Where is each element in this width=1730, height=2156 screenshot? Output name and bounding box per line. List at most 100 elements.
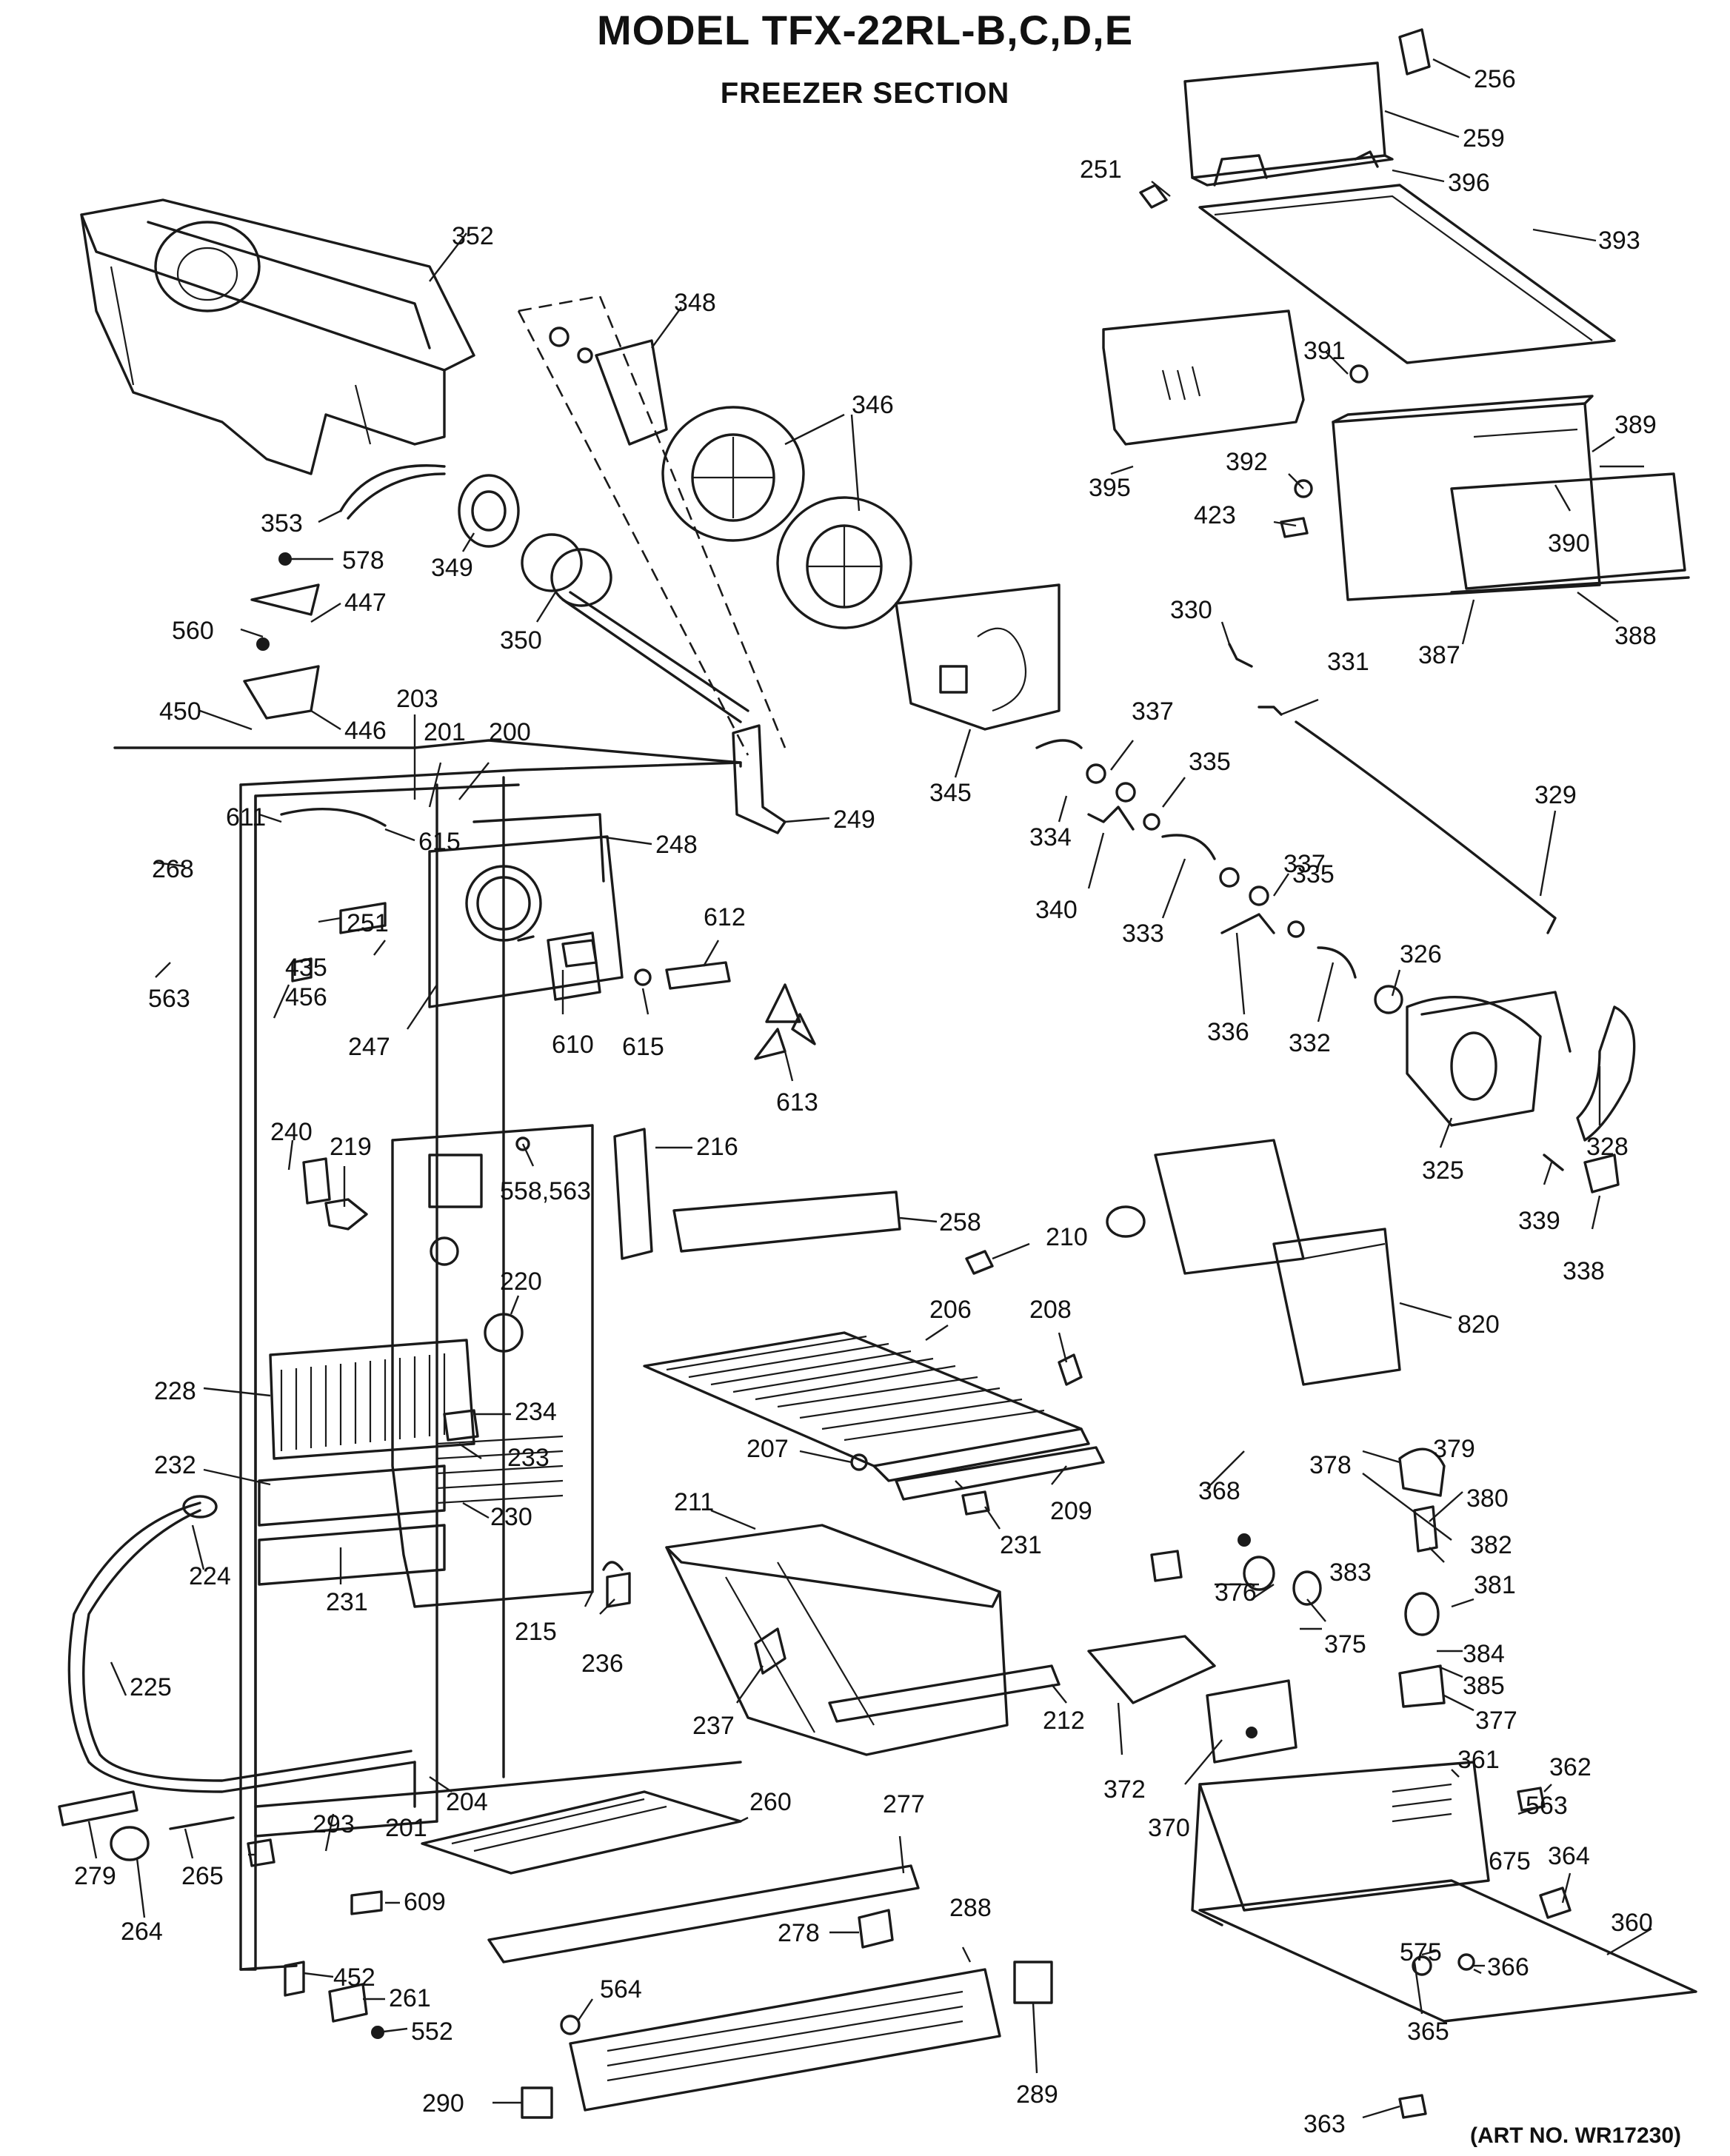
callout-label: 201 (424, 718, 466, 746)
callout-label: 364 (1548, 1842, 1590, 1870)
callout-label: 326 (1400, 940, 1442, 968)
callout-label: 210 (1046, 1223, 1088, 1251)
callout-label: 224 (189, 1562, 231, 1590)
callout-label: 261 (389, 1984, 431, 2012)
callout-label: 379 (1433, 1435, 1475, 1463)
callout-label: 251 (1080, 155, 1122, 184)
auger-assembly-outline (517, 295, 786, 756)
callout-label: 265 (181, 1862, 224, 1890)
callout-label: 611 (226, 803, 266, 831)
callout-label: 675 (1489, 1847, 1531, 1875)
callout-label: 330 (1170, 596, 1212, 624)
callout-label: 366 (1487, 1953, 1529, 1981)
callout-label: 385 (1463, 1672, 1505, 1700)
auger-motor (1374, 985, 1572, 1127)
callout-label: 447 (344, 589, 387, 617)
callout-label: 231 (1000, 1531, 1042, 1559)
freezer-basket (665, 1524, 1061, 1756)
callout-label: 337 (1283, 850, 1326, 878)
callout-label: 279 (74, 1862, 116, 1890)
callout-label: 353 (261, 509, 303, 538)
callout-label: 200 (489, 718, 531, 746)
callout-label: 216 (696, 1133, 738, 1161)
callout-label: 381 (1474, 1571, 1516, 1599)
callout-label: 278 (778, 1919, 820, 1947)
callout-label: 231 (326, 1588, 368, 1616)
callout-label: 361 (1457, 1746, 1500, 1774)
callout-label: 293 (313, 1810, 355, 1838)
page-subtitle: FREEZER SECTION (720, 77, 1010, 110)
fan-blade (754, 983, 816, 1060)
auger-parts (458, 474, 749, 723)
callout-label: 336 (1207, 1018, 1249, 1046)
callout-label: 389 (1614, 411, 1657, 439)
callout-label: 237 (692, 1712, 735, 1740)
callout-label: 370 (1148, 1814, 1190, 1842)
callout-label: 392 (1226, 448, 1268, 476)
motor-shield (1576, 1005, 1636, 1142)
base-rail (487, 1864, 920, 1964)
linkage-parts (1035, 643, 1557, 979)
bucket-spring (339, 464, 446, 520)
callout-label: 335 (1292, 860, 1335, 888)
callout-label: 345 (929, 779, 972, 807)
callout-label: 331 (1327, 648, 1369, 676)
callout-label: 350 (500, 626, 542, 654)
callout-label: 564 (600, 1975, 642, 2003)
air-channel (613, 1128, 653, 1260)
callout-label: 387 (1418, 641, 1460, 669)
wire-shelf (643, 1331, 1090, 1482)
callout-label: 337 (1132, 697, 1174, 726)
callout-label: 248 (655, 831, 698, 859)
callout-label: 264 (121, 1918, 163, 1946)
callout-label: 609 (404, 1888, 446, 1916)
evaporator-cover-plate (391, 1124, 594, 1608)
callout-label: 289 (1016, 2080, 1058, 2109)
callout-label: 452 (333, 1964, 375, 1992)
callout-label: 380 (1466, 1484, 1509, 1513)
callout-label: 615 (418, 828, 461, 856)
callout-label: 372 (1103, 1775, 1146, 1804)
grille (569, 1968, 1001, 2112)
callout-label: 256 (1474, 65, 1516, 93)
crusher-drums (661, 406, 912, 629)
callout-label: 288 (949, 1894, 992, 1922)
ice-maker (1106, 1139, 1401, 1386)
callout-label: 277 (883, 1790, 925, 1818)
auger-blade (595, 339, 668, 446)
callout-label: 446 (344, 717, 387, 745)
chute-door-assembly (1102, 28, 1690, 601)
callout-label: 249 (833, 806, 875, 834)
callout-labels: 256 259 251 396 393 352 348 346 391 389 … (74, 65, 1657, 2138)
callout-label: 363 (1303, 2110, 1346, 2138)
callout-label: 368 (1198, 1477, 1240, 1505)
callout-label: 378 (1309, 1451, 1352, 1479)
duct (672, 1191, 901, 1253)
callout-label: 384 (1463, 1640, 1505, 1668)
callout-label: 206 (929, 1296, 972, 1324)
callout-label: 391 (1303, 337, 1346, 365)
callout-label: 260 (749, 1788, 792, 1816)
callout-label: 383 (1329, 1559, 1372, 1587)
callout-label: 259 (1463, 124, 1505, 153)
callout-label: 338 (1563, 1257, 1605, 1285)
evaporator-coil (258, 1339, 475, 1586)
callout-label: 328 (1586, 1133, 1629, 1161)
callout-label: 390 (1548, 529, 1590, 558)
callout-label: 348 (674, 289, 716, 317)
callout-label: 365 (1407, 2018, 1449, 2046)
freezer-cabinet-liner (113, 739, 742, 1971)
callout-label: 215 (515, 1618, 557, 1646)
callout-label: 610 (552, 1031, 594, 1059)
callout-label: 393 (1598, 227, 1640, 255)
callout-label: 212 (1043, 1707, 1085, 1735)
callout-label: 234 (515, 1398, 557, 1426)
callout-label: 228 (154, 1377, 196, 1405)
callout-label: 382 (1470, 1531, 1512, 1559)
callout-label: 376 (1215, 1578, 1257, 1607)
callout-label: 423 (1194, 501, 1236, 529)
callout-label: 375 (1324, 1630, 1366, 1658)
callout-label: 203 (396, 685, 438, 713)
callout-label: 558,563 (500, 1177, 591, 1205)
